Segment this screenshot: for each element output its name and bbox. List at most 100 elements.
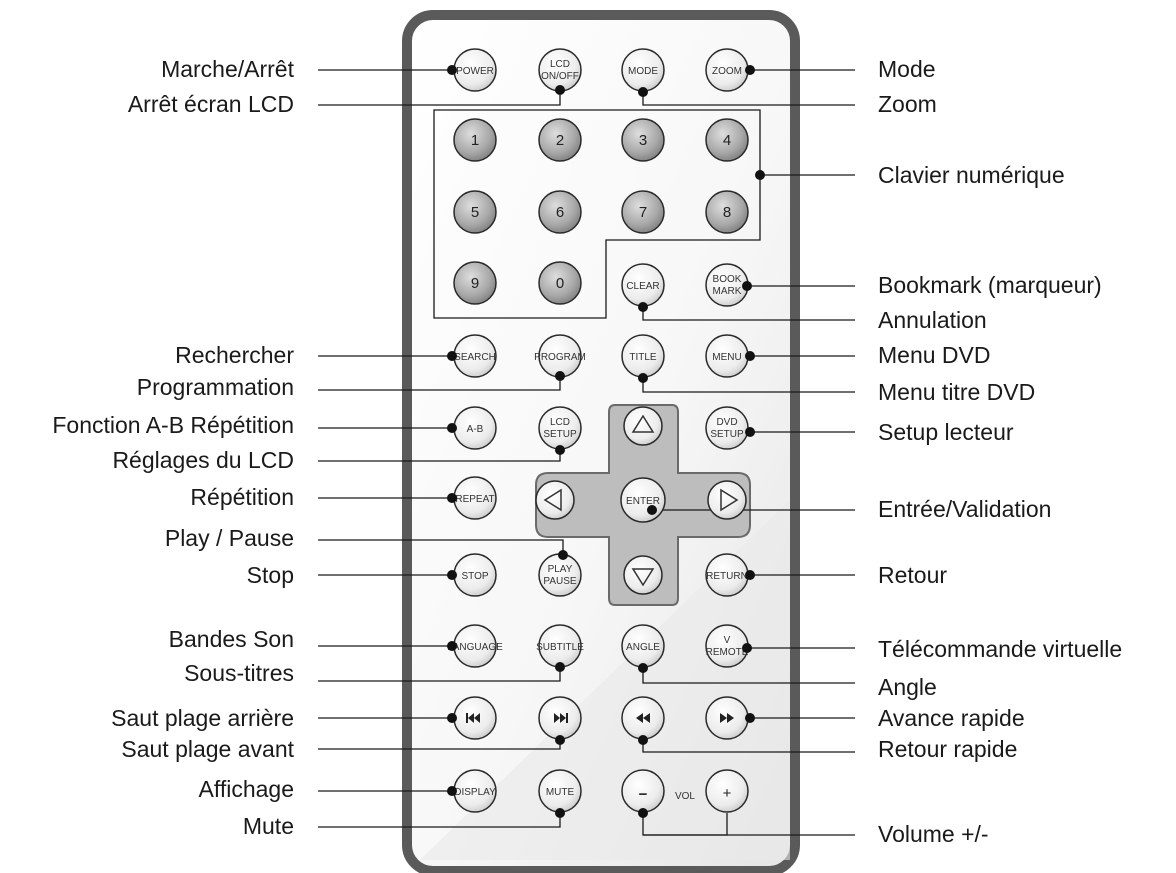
digit-9-text: 9 (471, 275, 479, 292)
bookmark-button-text: BOOK (713, 274, 742, 285)
dpad-down-icon (631, 568, 655, 587)
menu-dvd-dot (745, 351, 755, 361)
lcd-onoff-button[interactable] (538, 48, 582, 92)
saut-arriere-dot (447, 713, 457, 723)
digit-7-button[interactable] (621, 190, 665, 234)
dpad-up-button[interactable] (623, 406, 663, 446)
digit-9-button[interactable] (453, 261, 497, 305)
menu-titre-dot (638, 373, 648, 383)
dpad-right-icon (720, 488, 739, 512)
affichage-dot (447, 786, 457, 796)
digit-2-text: 2 (556, 132, 564, 149)
play-pause-dot (558, 550, 568, 560)
play-pause-button[interactable] (538, 553, 582, 597)
retour-rapide-dot (638, 735, 648, 745)
dvd-setup-button[interactable] (705, 406, 749, 450)
arret-lcd-label: Arrêt écran LCD (128, 91, 294, 117)
digit-3-button[interactable] (621, 118, 665, 162)
repetition-label: Répétition (190, 484, 294, 510)
sous-titres-dot (555, 662, 565, 672)
telecommande-label: Télécommande virtuelle (878, 636, 1122, 662)
affichage-label: Affichage (199, 776, 294, 802)
marche-arret-label: Marche/Arrêt (161, 56, 295, 82)
volume-plus-leader (643, 813, 728, 836)
mode-button-text: MODE (628, 66, 658, 77)
menu-titre-label: Menu titre DVD (878, 379, 1035, 405)
reglages-lcd-label: Réglages du LCD (112, 447, 294, 473)
angle-label: Angle (878, 674, 937, 700)
dpad-right-button[interactable] (707, 480, 747, 520)
program-button-text: PROGRAM (534, 352, 586, 363)
reglages-lcd-dot (555, 445, 565, 455)
digit-2-button[interactable] (538, 118, 582, 162)
annulation-label: Annulation (878, 307, 987, 333)
stop-label: Stop (247, 562, 294, 588)
return-button-text: RETURN (706, 571, 748, 582)
ab-repetition-dot (447, 423, 457, 433)
lcd-setup-button-text: SETUP (543, 429, 577, 440)
bookmark-button-text: MARK (713, 286, 742, 297)
mute-label: Mute (243, 813, 294, 839)
lcd-onoff-button-text: LCD (550, 59, 570, 70)
fast-forward-icon (720, 713, 734, 723)
body-shading (420, 500, 790, 860)
sous-titres-label: Sous-titres (184, 660, 294, 686)
clear-button-text: CLEAR (626, 281, 659, 292)
digit-5-button[interactable] (453, 190, 497, 234)
menu-dvd-label: Menu DVD (878, 342, 990, 368)
retour-dot (745, 570, 755, 580)
setup-lecteur-dot (745, 427, 755, 437)
dpad-up-icon (631, 414, 655, 433)
digit-4-button[interactable] (705, 118, 749, 162)
digit-1-text: 1 (471, 132, 479, 149)
volume-plus-button[interactable] (705, 769, 749, 813)
bookmark-label: Bookmark (marqueur) (878, 272, 1102, 298)
annulation-dot (638, 302, 648, 312)
digit-3-text: 3 (639, 132, 647, 149)
stop-dot (447, 570, 457, 580)
play-pause-button-text: PAUSE (543, 576, 576, 587)
dpad-left-icon (543, 488, 562, 512)
repeat-button-text: REPEAT (455, 494, 494, 505)
keypad-outline (433, 109, 761, 319)
volume-dot (638, 808, 648, 818)
marche-arret-dot (447, 65, 457, 75)
zoom-label: Zoom (878, 91, 937, 117)
dvd-setup-button-text: SETUP (710, 429, 744, 440)
digit-8-button[interactable] (705, 190, 749, 234)
programmation-label: Programmation (137, 374, 294, 400)
entree-dot (647, 505, 657, 515)
volume-label: Volume +/- (878, 821, 989, 847)
saut-arriere-label: Saut plage arrière (111, 705, 294, 731)
skip-forward-icon (554, 713, 568, 723)
retour-label: Retour (878, 562, 947, 588)
avance-rapide-label: Avance rapide (878, 705, 1025, 731)
mode-dot (745, 65, 755, 75)
digit-0-text: 0 (556, 275, 564, 292)
digit-5-text: 5 (471, 204, 479, 221)
angle-button-text: ANGLE (626, 642, 660, 653)
telecommande-dot (742, 643, 752, 653)
lcd-setup-button[interactable] (538, 406, 582, 450)
mute-dot (555, 808, 565, 818)
play-pause-label: Play / Pause (165, 525, 294, 551)
mute-button-text: MUTE (546, 787, 575, 798)
clavier-label: Clavier numérique (878, 162, 1065, 188)
bookmark-dot (742, 281, 752, 291)
lcd-onoff-button-text: ON/OFF (541, 71, 579, 82)
callout-dots (447, 65, 765, 818)
digit-1-button[interactable] (453, 118, 497, 162)
angle-dot (638, 663, 648, 673)
digit-0-button[interactable] (538, 261, 582, 305)
setup-lecteur-label: Setup lecteur (878, 419, 1014, 445)
bookmark-button[interactable] (705, 263, 749, 307)
ab-button-text: A-B (467, 424, 484, 435)
dpad-left-button[interactable] (535, 480, 575, 520)
stop-button-text: STOP (461, 571, 488, 582)
digit-6-button[interactable] (538, 190, 582, 234)
vremote-button[interactable] (705, 624, 749, 668)
volume-plus-text: + (723, 785, 732, 802)
skip-back-icon (466, 713, 480, 723)
dpad-down-button[interactable] (623, 555, 663, 595)
